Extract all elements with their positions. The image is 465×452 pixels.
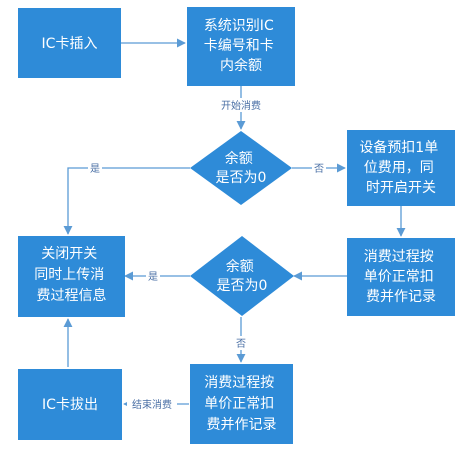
svg-text:IC卡拔出: IC卡拔出 [42, 397, 98, 413]
node-ic-remove: IC卡拔出 [18, 369, 122, 440]
edge-label-start-consume: 开始消费 [221, 99, 261, 112]
edge-check1-to-close [63, 167, 190, 235]
edge-label-yes-1: 是 [90, 163, 100, 175]
node-close-switch: 关闭开关 同时上传消 费过程信息 [18, 236, 125, 317]
edge-label-yes-2: 是 [148, 271, 158, 283]
svg-text:关闭开关 同时上传消 费过程: 关闭开关 同时上传消 费过程信息 [34, 246, 108, 304]
edges: 开始消费 否 是 是 否 结束消费 [63, 38, 406, 411]
nodes: IC卡插入 系统识别IC 卡编号和卡 内余额 余额 是否为0 设备预扣1单 位费… [18, 7, 455, 444]
svg-text:IC卡插入: IC卡插入 [42, 36, 98, 52]
svg-text:余额 是否为0: 余额 是否为0 [217, 258, 268, 294]
node-consume-right: 消费过程按 单价正常扣 费并作记录 [347, 238, 455, 316]
svg-text:消费过程按 单价正常扣 费并: 消费过程按 单价正常扣 费并作记录 [364, 249, 438, 305]
edge-label-no-2: 否 [236, 338, 246, 350]
node-identify: 系统识别IC 卡编号和卡 内余额 [187, 7, 295, 86]
edge-label-end-consume: 结束消费 [132, 398, 172, 411]
node-consume-bottom: 消费过程按 单价正常扣 费并作记录 [190, 364, 293, 444]
svg-text:系统识别IC 卡编号和卡 内: 系统识别IC 卡编号和卡 内余额 [204, 18, 278, 74]
svg-text:消费过程按 单价正常扣 费并: 消费过程按 单价正常扣 费并作记录 [204, 375, 278, 433]
svg-text:设备预扣1单 位费用，同 时: 设备预扣1单 位费用，同 时开启开关 [359, 139, 442, 196]
node-balance-check-2: 余额 是否为0 [190, 236, 294, 316]
node-ic-insert: IC卡插入 [18, 8, 121, 78]
svg-text:余额 是否为0: 余额 是否为0 [216, 150, 267, 186]
node-balance-check-1: 余额 是否为0 [190, 131, 292, 205]
node-deduct-unit: 设备预扣1单 位费用，同 时开启开关 [347, 130, 455, 206]
edge-label-no-1: 否 [314, 163, 324, 175]
